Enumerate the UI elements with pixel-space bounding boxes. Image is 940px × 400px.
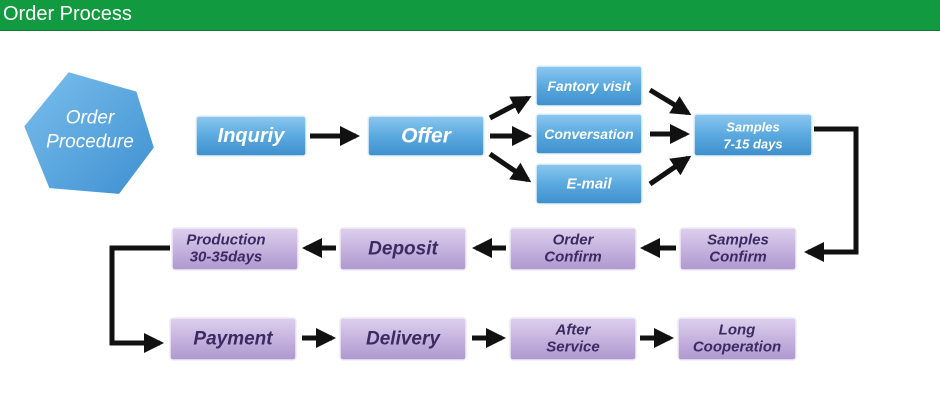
inquiry-box: Inquriy	[195, 115, 307, 157]
hexagon-line-1: Order	[66, 108, 115, 129]
arrow-factory-visit-samples	[648, 87, 692, 116]
svg-text:Samples: Samples	[726, 120, 779, 135]
arrow-offer-factory-visit	[488, 95, 532, 121]
payment-box: Payment	[169, 317, 297, 361]
svg-text:After: After	[554, 322, 591, 339]
samples-box: Samples 7-15 days	[693, 113, 813, 157]
svg-text:Offer: Offer	[401, 125, 453, 148]
svg-text:Deposit: Deposit	[368, 239, 438, 260]
header-bar: Order Process	[0, 0, 940, 31]
svg-text:Confirm: Confirm	[709, 249, 767, 266]
svg-text:30-35days: 30-35days	[190, 249, 263, 266]
samples-confirm-box: Samples Confirm	[679, 227, 797, 271]
svg-text:Confirm: Confirm	[544, 249, 602, 266]
svg-text:Fantory visit: Fantory visit	[547, 78, 632, 94]
svg-text:Payment: Payment	[193, 329, 273, 350]
after-service-box: After Service	[509, 317, 637, 361]
arrow-production-payment	[109, 245, 170, 353]
email-box: E-mail	[535, 163, 643, 205]
order-confirm-box: Order Confirm	[509, 227, 637, 271]
svg-text:Order: Order	[553, 232, 595, 249]
offer-box: Offer	[367, 115, 485, 157]
arrow-offer-email	[488, 151, 532, 183]
deposit-box: Deposit	[339, 227, 467, 271]
svg-text:Conversation: Conversation	[544, 126, 633, 142]
svg-text:Delivery: Delivery	[366, 329, 441, 350]
production-box: Production 30-35days	[171, 227, 299, 271]
arrow-samples-samples-confirm	[804, 126, 859, 262]
svg-text:Cooperation: Cooperation	[693, 339, 781, 356]
svg-text:Inquriy: Inquriy	[218, 125, 286, 147]
page-title: Order Process	[3, 3, 132, 25]
svg-text:Production: Production	[186, 232, 265, 249]
hexagon-line-2: Procedure	[46, 132, 134, 153]
long-cooperation-box: Long Cooperation	[677, 317, 797, 361]
svg-text:E-mail: E-mail	[566, 176, 612, 193]
flow-arrows	[109, 87, 859, 353]
factory-visit-box: Fantory visit	[535, 65, 643, 107]
svg-text:7-15 days: 7-15 days	[723, 137, 782, 152]
svg-text:Samples: Samples	[707, 232, 769, 249]
conversation-box: Conversation	[535, 113, 643, 155]
svg-text:Long: Long	[719, 322, 756, 339]
delivery-box: Delivery	[339, 317, 467, 361]
arrow-email-samples	[648, 155, 692, 187]
order-procedure-hexagon: Order Procedure	[19, 67, 159, 199]
svg-text:Service: Service	[546, 339, 599, 356]
